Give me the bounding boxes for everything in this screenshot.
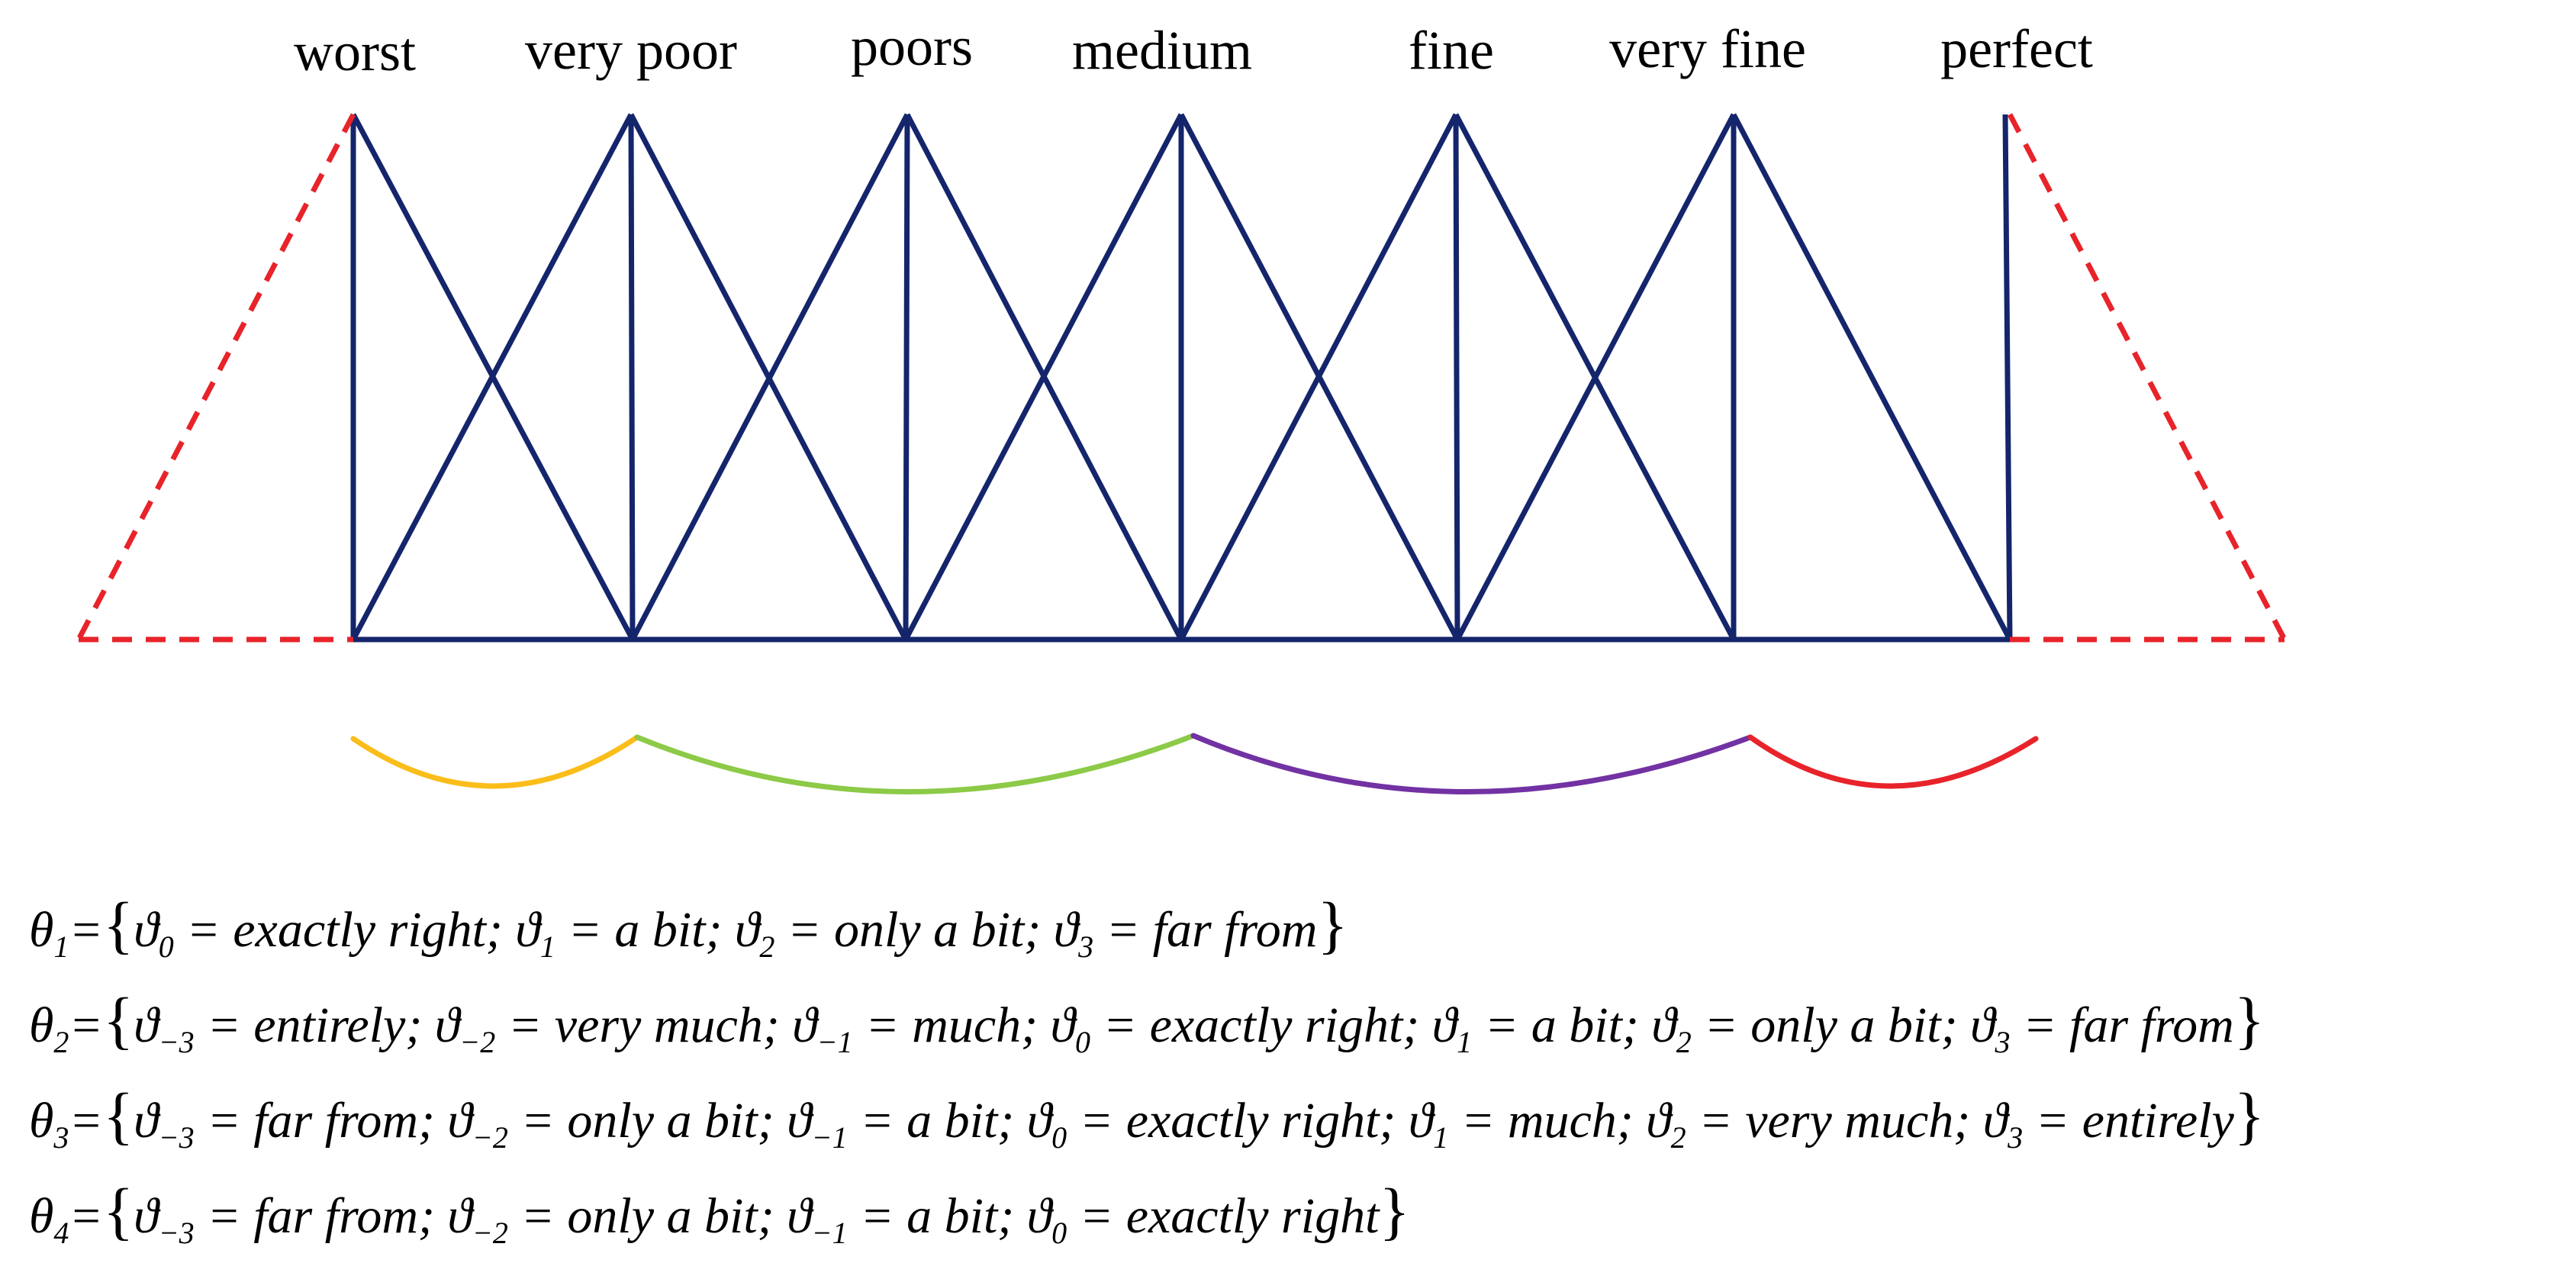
- grouping-arcs: [350, 733, 2039, 794]
- diagonal-fine-up: [1178, 113, 1459, 641]
- formula-theta-3: θ3={ϑ−3 = far from; ϑ−2 = only a bit; ϑ−…: [29, 1081, 2265, 1155]
- diagonal-very-fine-up: [1454, 113, 1737, 641]
- vertical-line-very-poor: [628, 114, 636, 640]
- triangle-mesh: [350, 113, 2013, 643]
- dashed-left-slope: [76, 113, 356, 641]
- vertical-line-perfect: [2002, 114, 2013, 640]
- vertical-line-poors: [903, 114, 910, 640]
- term-label-worst: worst: [294, 21, 416, 82]
- formula-theta-1: θ1={ϑ0 = exactly right; ϑ1 = a bit; ϑ2 =…: [29, 890, 1348, 964]
- arc-green: [634, 733, 1196, 794]
- term-label-poors: poors: [851, 16, 973, 77]
- term-label-very-poor: very poor: [525, 20, 737, 81]
- arc-red: [1747, 734, 2039, 789]
- dashed-extensions: [76, 113, 2288, 643]
- formula-theta-4: θ4={ϑ−3 = far from; ϑ−2 = only a bit; ϑ−…: [29, 1176, 1410, 1250]
- formula-block: θ1={ϑ0 = exactly right; ϑ1 = a bit; ϑ2 =…: [29, 890, 2265, 1250]
- diagonal-very-poor-up: [350, 113, 634, 641]
- term-label-perfect: perfect: [1940, 18, 2093, 79]
- dashed-right-slope: [2007, 113, 2288, 641]
- arc-yellow: [350, 734, 640, 789]
- diagonal-poors-up: [630, 113, 910, 641]
- term-label-very-fine: very fine: [1609, 18, 1806, 79]
- diagonal-very-fine-down: [1731, 113, 2013, 641]
- term-label-fine: fine: [1409, 20, 1494, 81]
- diagonal-medium-up: [903, 113, 1184, 641]
- vertical-line-fine: [1453, 114, 1460, 640]
- arc-purple: [1190, 733, 1753, 794]
- formula-theta-2: θ2={ϑ−3 = entirely; ϑ−2 = very much; ϑ−1…: [29, 985, 2265, 1059]
- term-label-medium: medium: [1072, 20, 1252, 81]
